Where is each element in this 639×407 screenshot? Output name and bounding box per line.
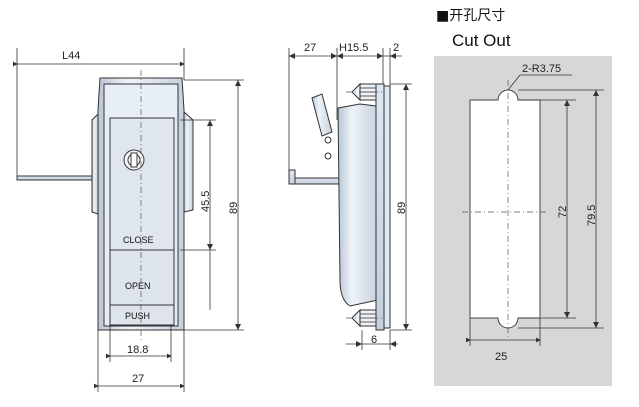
dim-inner-height: 72	[557, 206, 569, 218]
dim-width-bottom-inner: 18.8	[127, 344, 148, 356]
radius-leader	[507, 74, 521, 91]
left-tab	[91, 112, 99, 215]
side-body	[337, 103, 379, 307]
dim-flange: 2	[393, 42, 399, 54]
push-panel	[109, 304, 175, 326]
lever-panel	[109, 117, 175, 251]
dim-height-total: 89	[228, 202, 240, 214]
front-view: L44 CLOSE OPEN PUSH 45.5	[13, 48, 244, 392]
dim-radius: 2-R3.75	[522, 63, 561, 75]
side-handle	[288, 177, 341, 185]
side-flange	[375, 83, 385, 331]
title-zh: ■开孔尺寸	[436, 8, 505, 24]
cutout-view: ■开孔尺寸 Cut Out 2-R3.75 72 79.5 25	[434, 8, 612, 386]
dim-depth: 27	[304, 42, 316, 54]
cutout-shape	[469, 89, 541, 329]
side-view: 27 H15.5 2	[288, 42, 412, 350]
dim-outer-height: 79.5	[586, 205, 598, 226]
dim-h: H15.5	[339, 42, 368, 54]
handle-arm	[16, 175, 102, 181]
dim-height-inner: 45.5	[200, 191, 212, 212]
dim-bottom: 6	[371, 334, 377, 346]
right-tab	[183, 110, 194, 213]
dim-height: 89	[396, 202, 408, 214]
open-panel	[109, 249, 175, 306]
label-close: CLOSE	[123, 235, 154, 245]
label-open: OPEN	[125, 281, 151, 291]
lock-slot	[130, 152, 138, 168]
dim-width-overall: L44	[62, 50, 80, 62]
dim-width-bottom-outer: 27	[132, 373, 144, 385]
side-lever	[311, 93, 333, 137]
title-en: Cut Out	[452, 31, 511, 50]
dim-width: 25	[495, 351, 507, 363]
label-push: PUSH	[125, 311, 150, 321]
